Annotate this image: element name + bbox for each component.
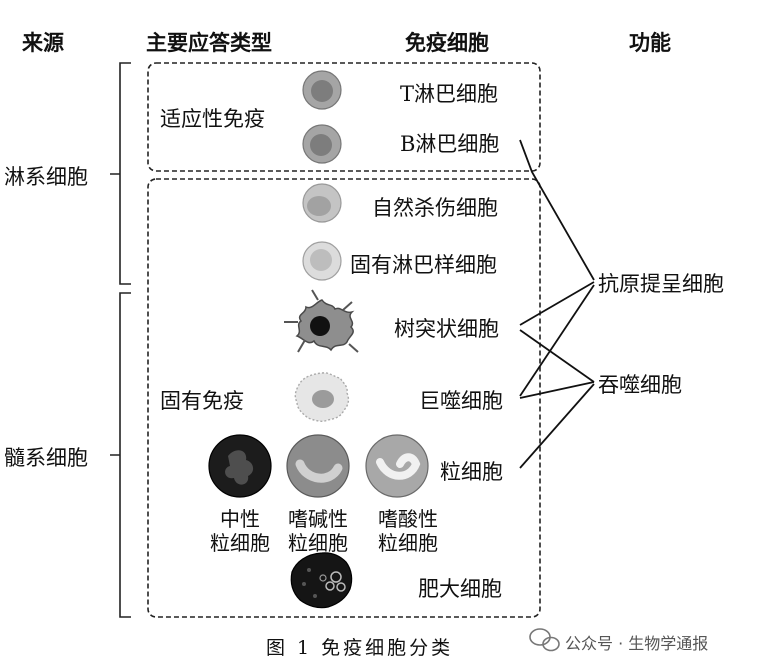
header-function: 功能 — [629, 30, 671, 55]
watermark-text: 公众号 · 生物学通报 — [565, 634, 709, 653]
ilc-icon — [302, 241, 342, 281]
dendritic-cell-icon — [284, 289, 359, 353]
figure-caption: 图 1 免疫细胞分类 — [266, 637, 454, 659]
function-phagocyte: 吞噬细胞 — [598, 373, 682, 397]
header-source: 来源 — [22, 30, 64, 55]
label-neutrophil-line1: 中性 — [220, 507, 260, 531]
function-apc: 抗原提呈细胞 — [598, 272, 724, 296]
label-dendritic-cell: 树突状细胞 — [394, 317, 499, 341]
t-cell-icon — [302, 70, 342, 110]
label-t-cell: T淋巴细胞 — [400, 82, 499, 106]
function-lines — [519, 139, 595, 469]
label-basophil-line2: 粒细胞 — [288, 531, 348, 555]
response-adaptive: 适应性免疫 — [160, 107, 265, 131]
response-innate: 固有免疫 — [160, 389, 244, 413]
label-basophil: 嗜碱性 粒细胞 — [272, 507, 364, 555]
label-mast-cell: 肥大细胞 — [418, 577, 502, 601]
label-granulocyte: 粒细胞 — [440, 460, 503, 484]
b-cell-icon — [302, 124, 342, 164]
label-eosinophil: 嗜酸性 粒细胞 — [358, 507, 458, 555]
wechat-logo-icon — [529, 628, 560, 652]
label-nk-cell: 自然杀伤细胞 — [372, 196, 498, 220]
neutrophil-icon — [208, 434, 272, 498]
label-ilc: 固有淋巴样细胞 — [350, 253, 497, 277]
innate-immunity-box — [147, 178, 541, 618]
label-neutrophil: 中性 粒细胞 — [190, 507, 290, 555]
label-macrophage: 巨噬细胞 — [419, 389, 503, 413]
lymph-bracket — [110, 62, 131, 285]
label-b-cell: B淋巴细胞 — [400, 132, 500, 156]
adaptive-immunity-box — [147, 62, 541, 172]
nk-cell-icon — [302, 183, 342, 223]
label-eosinophil-line1: 嗜酸性 — [378, 507, 438, 531]
eosinophil-icon — [365, 434, 429, 498]
source-myeloid: 髓系细胞 — [4, 446, 88, 470]
mast-cell-icon — [290, 552, 353, 609]
header-immune-cells: 免疫细胞 — [405, 30, 489, 55]
source-lymph: 淋系细胞 — [4, 165, 88, 189]
label-basophil-line1: 嗜碱性 — [288, 507, 348, 531]
label-neutrophil-line2: 粒细胞 — [210, 531, 270, 555]
macrophage-icon — [294, 372, 350, 422]
myeloid-bracket — [110, 292, 131, 618]
header-response-type: 主要应答类型 — [146, 30, 272, 55]
basophil-icon — [286, 434, 350, 498]
label-eosinophil-line2: 粒细胞 — [378, 531, 438, 555]
